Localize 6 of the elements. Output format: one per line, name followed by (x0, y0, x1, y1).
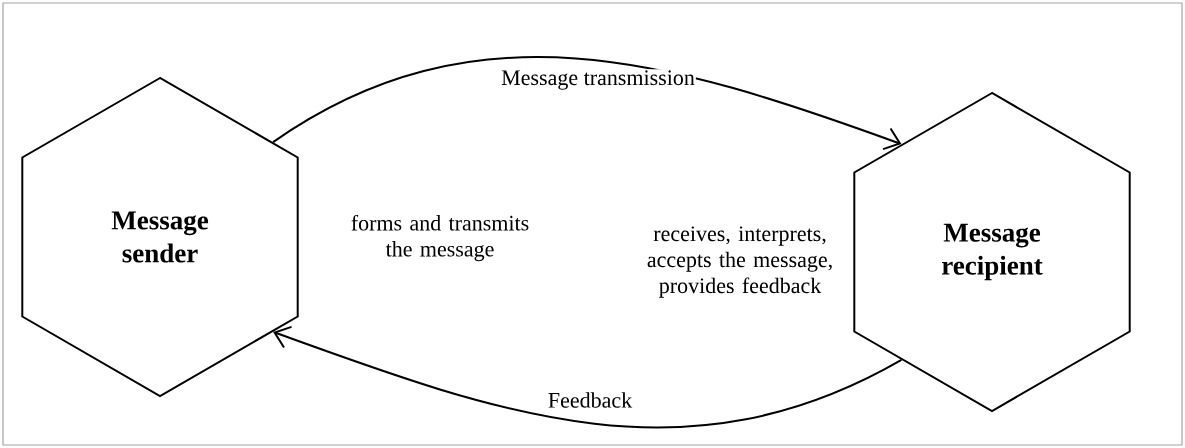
edge-label: Message transmission (500, 69, 696, 91)
arrow (273, 325, 903, 429)
description-text: forms and transmits the message (351, 214, 529, 262)
edge-label: Feedback (546, 391, 634, 409)
description-text: receives, interprets, accepts the message, provides feedback (647, 226, 832, 298)
arrow (272, 56, 902, 151)
